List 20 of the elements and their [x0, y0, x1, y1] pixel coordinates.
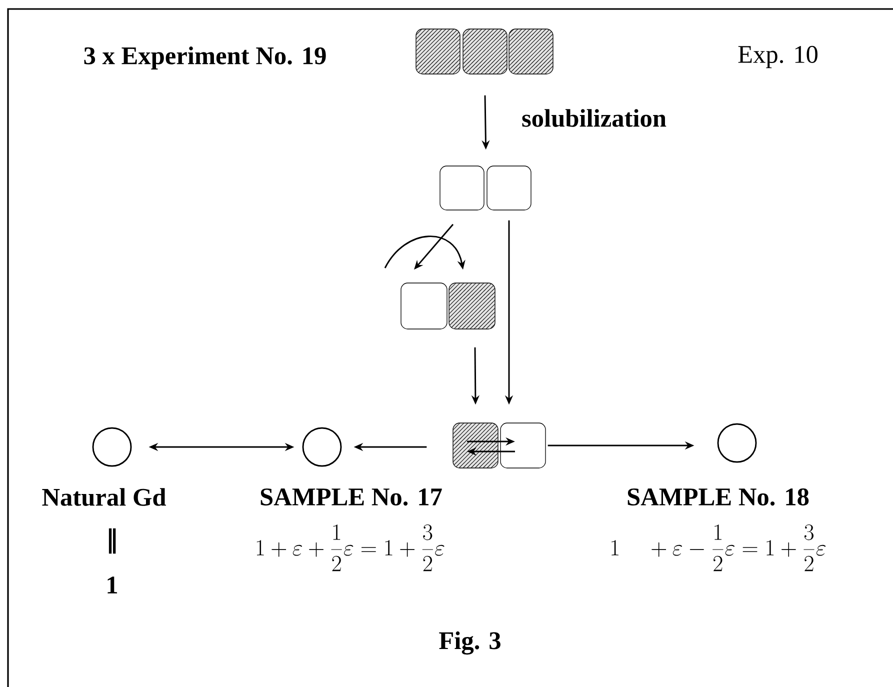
hatched-sample-box: [416, 28, 460, 74]
sample-label: Natural Gd: [42, 488, 166, 506]
sample-box: [500, 422, 546, 468]
formula: $1+\varepsilon+\frac{1}{2}\varepsilon=1+\frac{3}{2}\varepsilon$: [256, 524, 444, 572]
caption: Fig. 3: [439, 631, 500, 655]
hatched-sample-box: [452, 422, 498, 468]
sample-box: [440, 166, 484, 210]
title: 3 x Experiment No. 19: [84, 46, 326, 70]
sample-label: SAMPLE No. 18: [628, 488, 809, 506]
sample-box: [486, 166, 532, 210]
hatched-sample-box: [508, 28, 554, 74]
equality-sign: ‖: [108, 528, 116, 554]
sample-box: [400, 282, 448, 330]
sample-label: SAMPLE No. 17: [260, 488, 442, 506]
hatched-sample-box: [448, 282, 496, 330]
note: Exp. 10: [738, 46, 818, 68]
value-label: 1: [108, 576, 118, 594]
edge-label: solubilization: [520, 108, 668, 128]
formula: $1\quad+\varepsilon-\frac{1}{2}\varepsilon=1+\frac{3}{2}\varepsilon$: [612, 524, 826, 572]
hatched-sample-box: [462, 28, 508, 74]
